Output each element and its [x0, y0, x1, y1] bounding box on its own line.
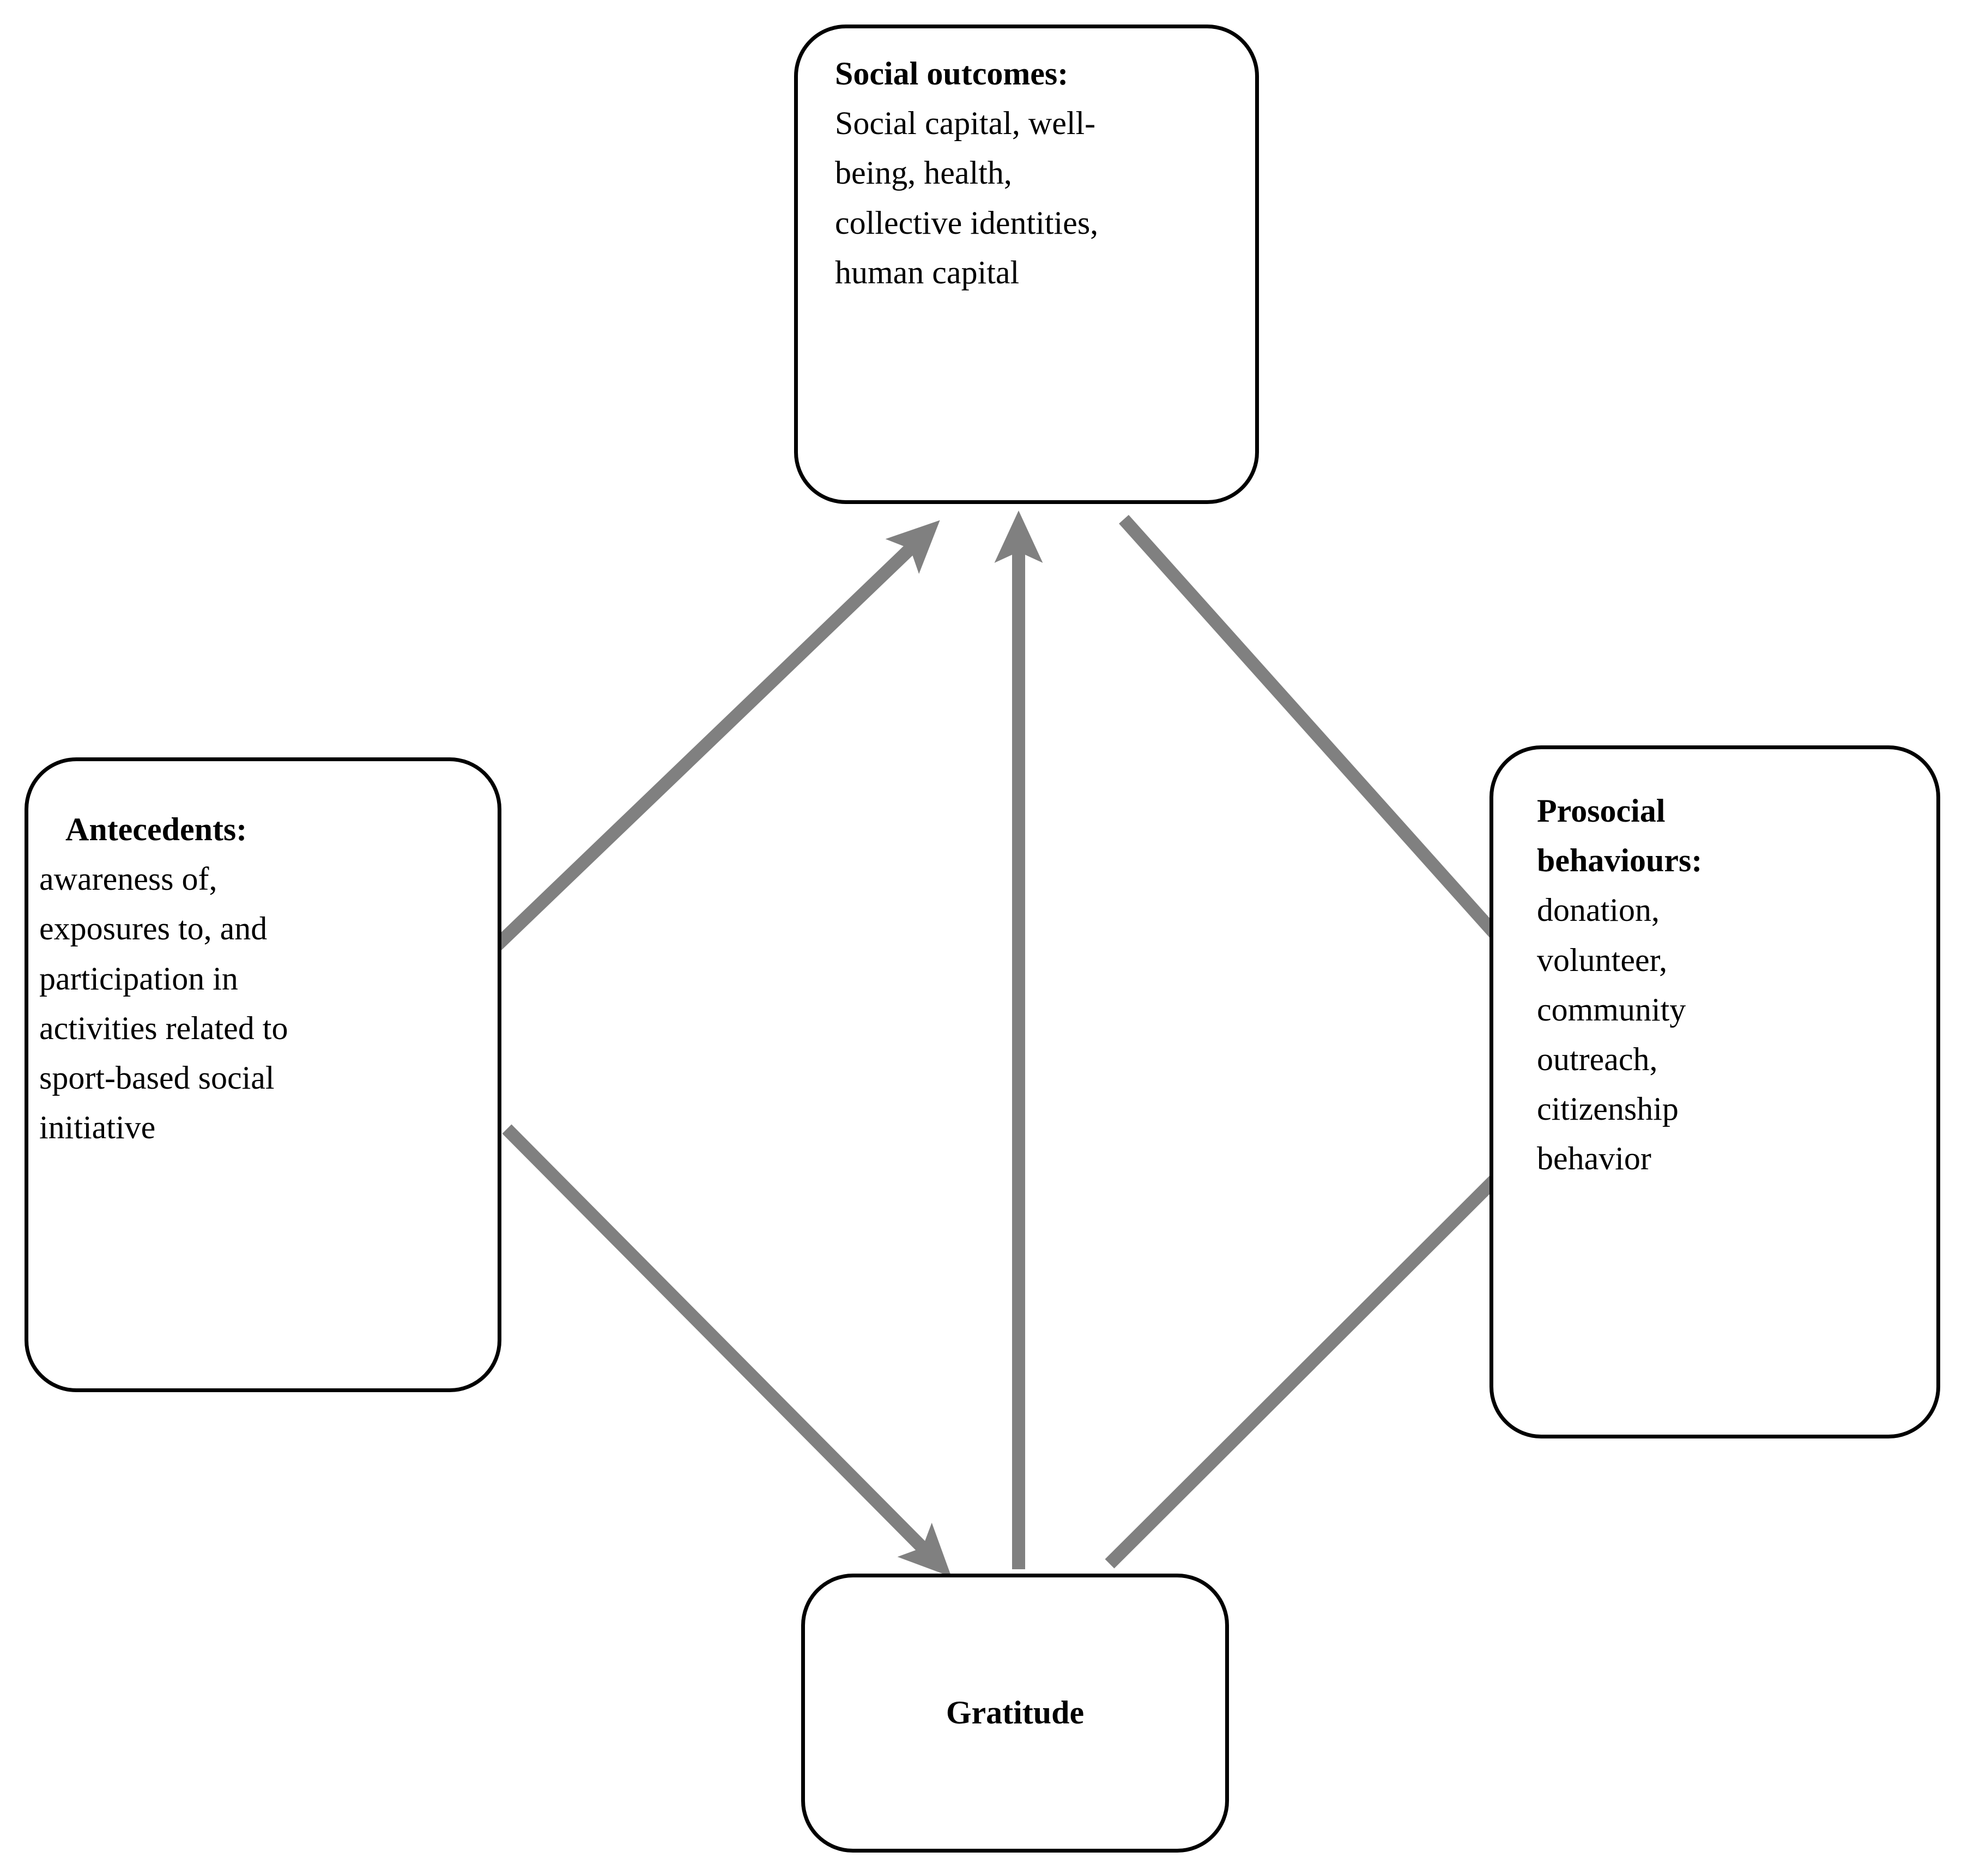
node-gratitude[interactable]: Gratitude: [801, 1574, 1229, 1853]
edge-gratitude-to-prosocial-behaviours: [1105, 1130, 1545, 1569]
node-antecedents-body: awareness of, exposures to, and particip…: [39, 861, 288, 1146]
node-antecedents-content: Antecedents: awareness of, exposures to,…: [39, 805, 481, 1152]
node-social-outcomes-body: Social capital, well- being, health, col…: [835, 105, 1099, 290]
node-social-outcomes-content: Social outcomes: Social capital, well- b…: [835, 49, 1233, 298]
node-gratitude-content: Gratitude: [805, 1577, 1225, 1849]
node-antecedents[interactable]: Antecedents: awareness of, exposures to,…: [25, 757, 501, 1392]
node-social-outcomes[interactable]: Social outcomes: Social capital, well- b…: [794, 25, 1259, 504]
node-social-outcomes-title: Social outcomes:: [835, 56, 1069, 92]
edge-antecedents-to-gratitude: [502, 1124, 952, 1577]
node-gratitude-title: Gratitude: [946, 1695, 1085, 1731]
node-prosocial-behaviours[interactable]: Prosocial behaviours: donation, voluntee…: [1489, 745, 1940, 1438]
edge-antecedents-to-social-outcomes: [492, 520, 940, 950]
node-prosocial-behaviours-title: Prosocial behaviours:: [1537, 793, 1703, 879]
node-antecedents-title: Antecedents:: [65, 811, 247, 847]
edge-social-outcomes-to-prosocial-behaviours: [1119, 514, 1547, 991]
node-prosocial-behaviours-content: Prosocial behaviours: donation, voluntee…: [1537, 786, 1925, 1184]
node-prosocial-behaviours-body: donation, volunteer, community outreach,…: [1537, 892, 1686, 1177]
